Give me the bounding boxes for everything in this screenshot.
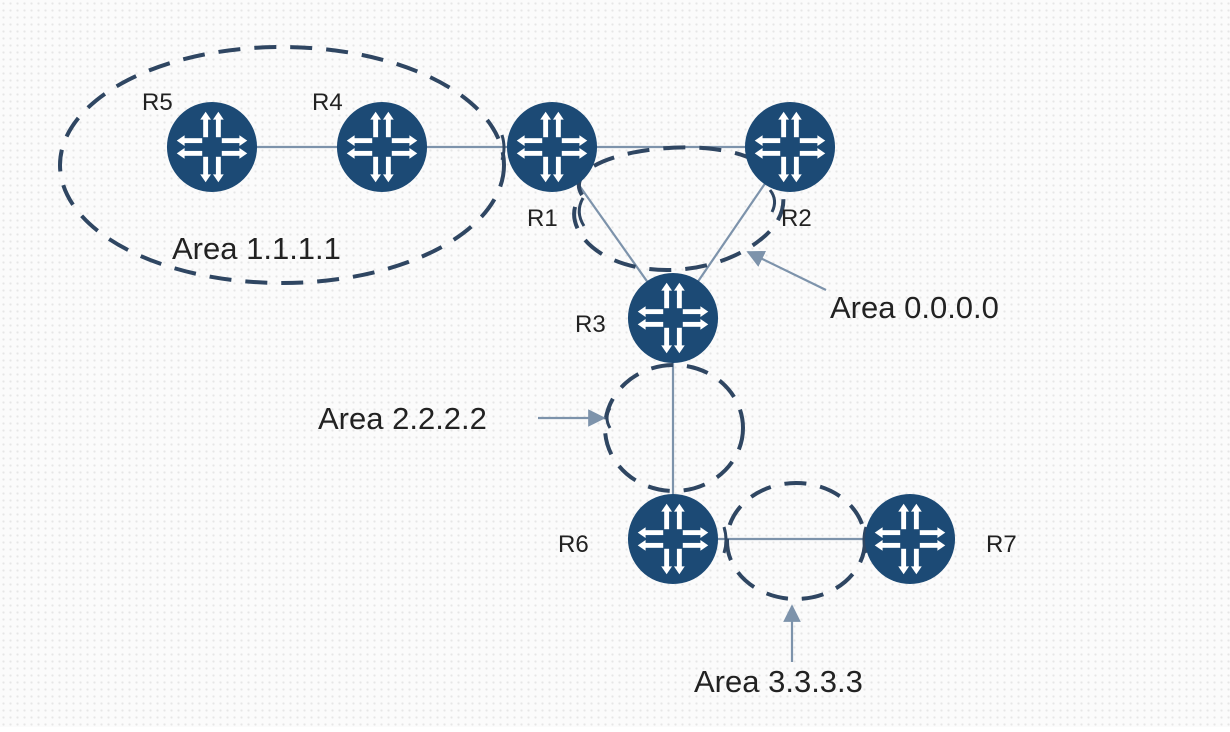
area-label-1111: Area 1.1.1.1 [172,231,341,266]
router-label-r3: R3 [575,311,606,338]
area-2222-boundary [603,363,745,493]
router-r3-icon [627,272,719,364]
area-label-3333: Area 3.3.3.3 [694,664,863,699]
router-r1-icon [506,101,598,193]
router-r6-icon [627,493,719,585]
router-label-r1: R1 [527,205,558,232]
r6-interface-mark [722,526,728,554]
router-r5-icon [166,101,258,193]
r1-area0-mark [577,197,586,227]
router-label-r4: R4 [312,89,343,116]
router-label-r2: R2 [781,205,812,232]
router-labels: R5 R4 R1 R2 R3 R6 R7 [142,89,1017,558]
area-0000-pointer [746,251,827,291]
r7-interface-mark [862,526,868,554]
router-r2-icon [744,101,836,193]
area2-interface-mark [605,407,612,429]
area-3333-boundary [725,481,867,601]
router-label-r5: R5 [142,89,173,116]
r2-area0-mark [768,189,777,213]
area-0000-boundary [572,145,786,272]
pointer-arrows [538,251,827,662]
router-label-r7: R7 [986,531,1017,558]
r1-interface-mark [500,134,506,161]
router-label-r6: R6 [558,531,589,558]
router-r7-icon [864,493,956,585]
router-r4-icon [336,101,428,193]
area-label-2222: Area 2.2.2.2 [318,401,487,436]
area-labels: Area 1.1.1.1 Area 0.0.0.0 Area 2.2.2.2 A… [172,231,999,699]
area-label-0000: Area 0.0.0.0 [830,290,999,325]
interface-marks [500,134,868,554]
area-1111-boundary [58,45,506,285]
routers [166,101,956,585]
